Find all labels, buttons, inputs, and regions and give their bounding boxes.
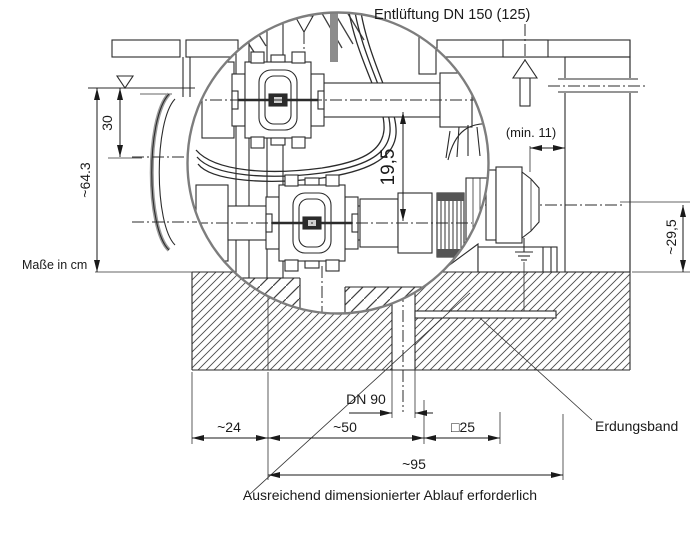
label-dn90: DN 90 <box>346 391 386 407</box>
pump-end-cap <box>521 170 540 240</box>
label-units: Maße in cm <box>22 258 87 272</box>
dim-min-gap: (min. 11) <box>506 125 556 140</box>
label-erdungsband: Erdungsband <box>595 418 678 434</box>
drain-leader <box>249 292 471 495</box>
dim-left-offset: ~24 <box>217 419 241 435</box>
magnifier-ring <box>186 11 490 315</box>
dim-water-to-floor: ~64.3 <box>77 162 93 198</box>
pump-bench <box>477 246 558 273</box>
ground-symbol <box>515 238 533 311</box>
leader-lines <box>249 292 593 495</box>
label-drain-note: Ausreichend dimensionierter Ablauf erfor… <box>243 487 537 503</box>
labels: Entlüftung DN 150 (125) Maße in cm Erdun… <box>22 7 678 503</box>
label-vent: Entlüftung DN 150 (125) <box>374 7 530 23</box>
magnified-vent-pipe <box>330 12 338 62</box>
lower-pipe <box>195 173 489 273</box>
basin <box>88 75 197 252</box>
dim-pipe-spacing: 19,5 <box>378 149 399 186</box>
water-level-symbol <box>115 75 135 89</box>
dim-outlet-depth: ~29,5 <box>663 219 679 255</box>
pump-assembly <box>425 166 625 311</box>
dim-water-to-pipe: 30 <box>99 115 115 131</box>
grounding-strap <box>414 310 557 319</box>
airflow-arrow <box>511 59 539 107</box>
dimensions: ~64.3 30 (min. 11) ~29,5 ~24 ~50 □25 ~95… <box>77 88 690 480</box>
dim-duct-square: □25 <box>451 419 475 435</box>
dim-total-span: ~95 <box>402 456 426 472</box>
cables <box>195 12 397 182</box>
dim-center-span: ~50 <box>333 419 357 435</box>
erdungsband-leader <box>479 317 593 421</box>
detail-pipe-spacing-dimension: 19,5 <box>378 112 406 221</box>
